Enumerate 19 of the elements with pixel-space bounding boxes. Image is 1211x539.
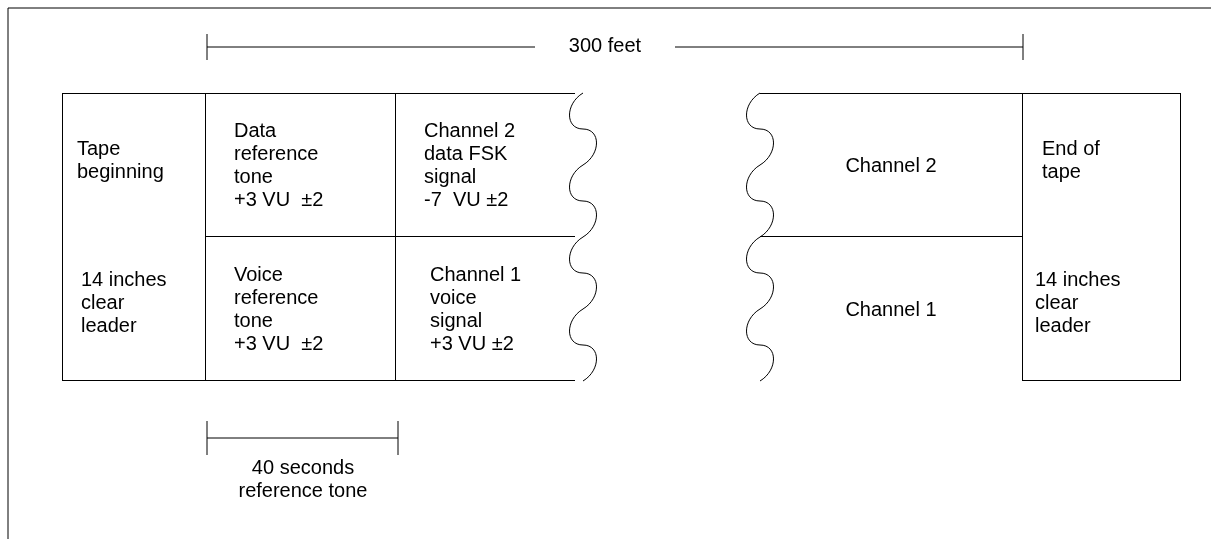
cell-text: Voice reference tone (234, 262, 320, 332)
cell-text: Channel 1 (845, 297, 937, 321)
cell-text: Channel 2 data FSK signal (424, 119, 517, 188)
cell-text: -7 VU ±2 (424, 188, 510, 211)
leader-cell (62, 93, 206, 381)
channel-track-cell (760, 93, 1023, 237)
cell-text: Tape beginning (77, 136, 165, 183)
cell-text: Channel 2 (845, 153, 937, 177)
cell-text: Channel 1 voice signal (430, 262, 523, 332)
leader-cell (1022, 93, 1181, 381)
cell-text: +3 VU ±2 (430, 331, 515, 355)
cell-text: 14 inches clear leader (1035, 268, 1122, 338)
cell-text: End of tape (1042, 136, 1101, 183)
reference-tone-cell (205, 93, 396, 237)
cell-text: +3 VU ±2 (234, 188, 325, 211)
cell-text: 14 inches clear leader (81, 268, 168, 338)
reference-tone-cell (205, 236, 396, 381)
cell-text: +3 VU ±2 (234, 331, 325, 355)
cell-text: Data reference tone (234, 119, 320, 188)
